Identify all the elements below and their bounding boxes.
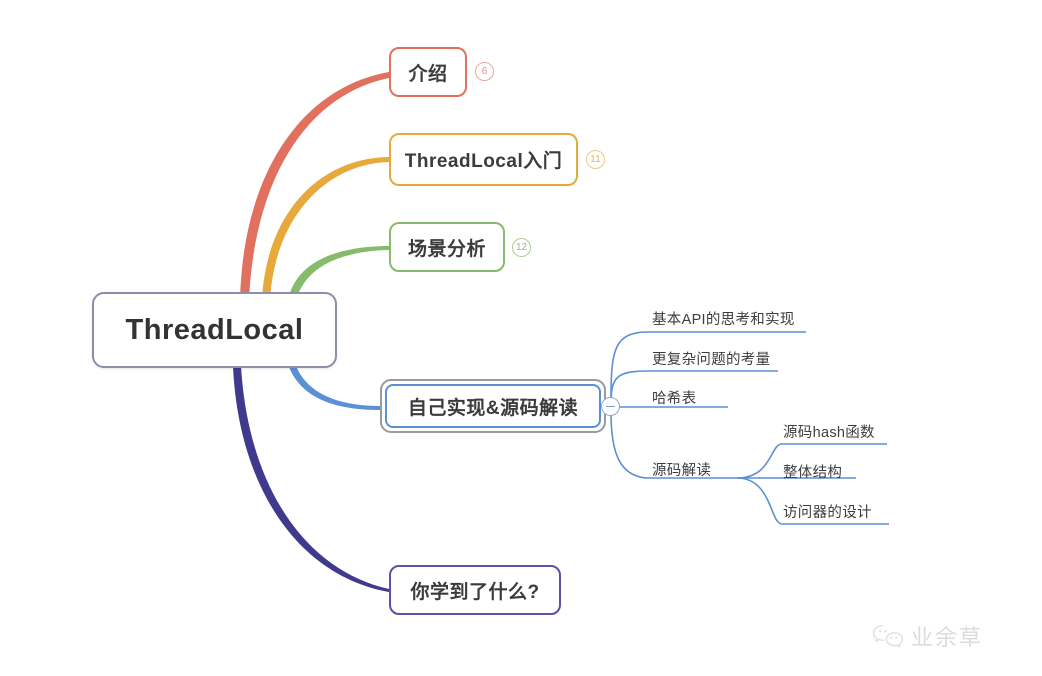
root-node-label: ThreadLocal	[125, 313, 304, 346]
collapse-toggle-icon[interactable]	[601, 397, 620, 416]
branch-wire-impl	[289, 366, 380, 410]
node-impl-label: 自己实现&源码解读	[407, 397, 579, 419]
badge-intro-count[interactable]: 6	[475, 62, 494, 81]
leaf-basic-api[interactable]: 基本API的思考和实现	[652, 312, 795, 328]
leaf-complex-problems[interactable]: 更复杂问题的考量	[652, 352, 771, 368]
leaf-source-hash-function[interactable]: 源码hash函数	[783, 425, 875, 441]
leaf-overall-structure[interactable]: 整体结构	[783, 465, 843, 481]
leaf-hash-table[interactable]: 哈希表	[652, 391, 697, 407]
node-impl-selection-ring[interactable]: 自己实现&源码解读	[380, 379, 606, 433]
wechat-icon	[872, 624, 904, 648]
leaf-visitor-design[interactable]: 访问器的设计	[783, 505, 872, 521]
node-intro-label: 介绍	[408, 63, 448, 85]
node-getting-started[interactable]: ThreadLocal入门	[389, 133, 578, 186]
node-scenario-label: 场景分析	[407, 238, 486, 260]
watermark-text: 业余草	[911, 625, 984, 650]
watermark: 业余草	[872, 620, 983, 652]
branch-wire-intro	[240, 72, 389, 301]
node-learned-label: 你学到了什么?	[410, 581, 540, 603]
branch-wire-learned	[233, 366, 389, 592]
node-impl[interactable]: 自己实现&源码解读	[385, 384, 601, 428]
badge-scenario-count[interactable]: 12	[512, 238, 531, 257]
node-getting-started-label: ThreadLocal入门	[404, 151, 563, 172]
branch-wire-getting-started	[262, 157, 389, 301]
leaf-source-reading[interactable]: 源码解读	[652, 463, 712, 479]
node-intro[interactable]: 介绍	[389, 47, 467, 97]
root-node[interactable]: ThreadLocal	[92, 292, 337, 368]
node-learned[interactable]: 你学到了什么?	[389, 565, 561, 615]
node-scenario[interactable]: 场景分析	[389, 222, 505, 272]
badge-getting-started-count[interactable]: 11	[586, 150, 605, 169]
minus-icon	[606, 405, 615, 408]
